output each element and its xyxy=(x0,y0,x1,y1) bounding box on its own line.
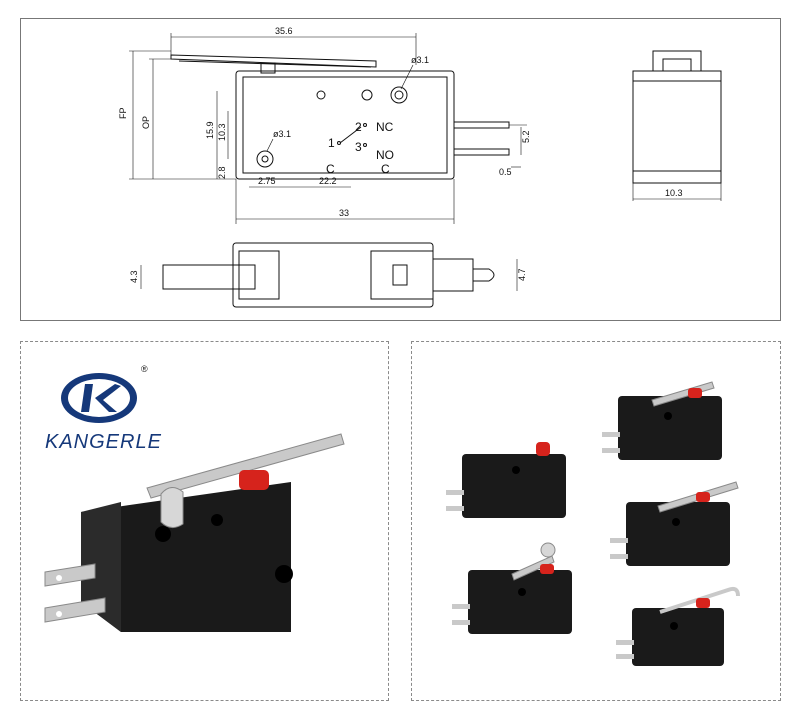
dim-op: OP xyxy=(141,116,151,129)
circuit-schematic: 2 NC 1 3 NO C C xyxy=(326,120,394,176)
dim-height-10-3: 10.3 xyxy=(217,123,227,141)
main-switch-illustration: ® KANGERLE xyxy=(44,364,345,632)
terminal-com-number: 1 xyxy=(328,136,335,150)
dim-terminal-5-2: 5.2 xyxy=(521,130,531,143)
dim-height-15-9: 15.9 xyxy=(205,121,215,139)
dim-bottom-4-7: 4.7 xyxy=(517,268,527,281)
dim-pitch-22-2: 22.2 xyxy=(319,176,337,186)
variant-switch-long-lever-mid xyxy=(610,481,739,566)
variant-switch-long-lever-top xyxy=(602,381,722,460)
dim-offset-2-8: 2.8 xyxy=(217,166,227,179)
bottom-view: 4.3 4.7 xyxy=(129,242,527,308)
terminal-nc-label: NC xyxy=(376,120,394,134)
dim-total-length: 35.6 xyxy=(275,26,293,36)
dim-bottom-4-3: 4.3 xyxy=(129,270,139,283)
technical-drawing-panel: 35.6 ø3.1 ø3.1 xyxy=(20,18,781,321)
main-switch xyxy=(44,433,345,632)
variant-switches-illustration xyxy=(446,381,740,666)
registered-mark: ® xyxy=(141,364,148,374)
product-photo-variants xyxy=(411,341,781,701)
dim-hole-right: ø3.1 xyxy=(411,55,429,65)
front-view: 35.6 ø3.1 ø3.1 xyxy=(118,26,531,224)
terminal-no-number: 3 xyxy=(355,140,362,154)
terminal-c-left: C xyxy=(326,162,335,176)
brand-name: KANGERLE xyxy=(45,431,162,453)
dim-body-length: 33 xyxy=(339,208,349,218)
dim-offset-2-75: 2.75 xyxy=(258,176,276,186)
variant-switch-roller-lever xyxy=(452,542,572,634)
side-view: 10.3 xyxy=(632,50,722,201)
terminal-c-right: C xyxy=(381,162,390,176)
dim-hole-left: ø3.1 xyxy=(273,129,291,139)
brand-logo xyxy=(61,373,137,423)
technical-drawing: 35.6 ø3.1 ø3.1 xyxy=(118,26,722,308)
variant-switch-curved-lever xyxy=(616,586,740,666)
dim-terminal-0-5: 0.5 xyxy=(499,167,512,177)
terminal-nc-number: 2 xyxy=(355,120,362,134)
terminal-no-label: NO xyxy=(376,148,394,162)
product-photo-main: ® KANGERLE xyxy=(20,341,389,701)
dim-side-width: 10.3 xyxy=(665,188,683,198)
variant-switch-pin-plunger xyxy=(446,442,566,518)
dim-fp: FP xyxy=(118,107,128,119)
